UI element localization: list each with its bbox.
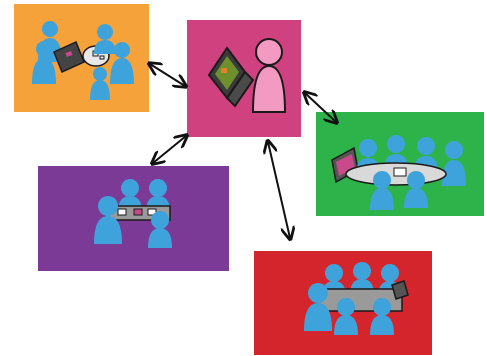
person-icon (304, 283, 332, 331)
individual-scene (207, 38, 287, 113)
person-icon (442, 141, 466, 186)
double-arrow-icon (153, 136, 186, 163)
group-scene (94, 179, 172, 248)
person-icon (251, 38, 287, 113)
laptop-icon (207, 46, 255, 108)
group-scene (331, 135, 466, 210)
double-arrow-icon (268, 142, 290, 238)
group-scene (304, 262, 409, 335)
tablet-icon (391, 280, 409, 300)
person-icon (148, 211, 172, 248)
person-icon (94, 24, 116, 54)
person-icon (334, 298, 358, 335)
person-icon (94, 196, 122, 244)
person-icon (90, 67, 110, 100)
person-icon (370, 298, 394, 335)
person-icon (370, 171, 394, 210)
panel-group-at-desk-with-tablet (254, 251, 432, 355)
person-icon (110, 42, 134, 84)
group-scene (32, 21, 134, 100)
panel-small-group-round-table (14, 4, 149, 112)
panel-group-at-desk-with-devices (38, 166, 229, 271)
panel-group-meeting-with-screen (316, 112, 484, 216)
double-arrow-icon (150, 64, 185, 86)
person-icon (32, 41, 56, 84)
laptop-icon (53, 40, 85, 74)
person-icon (404, 171, 428, 208)
table-icon (345, 162, 447, 186)
hub-panel-individual-learner (187, 20, 301, 137)
